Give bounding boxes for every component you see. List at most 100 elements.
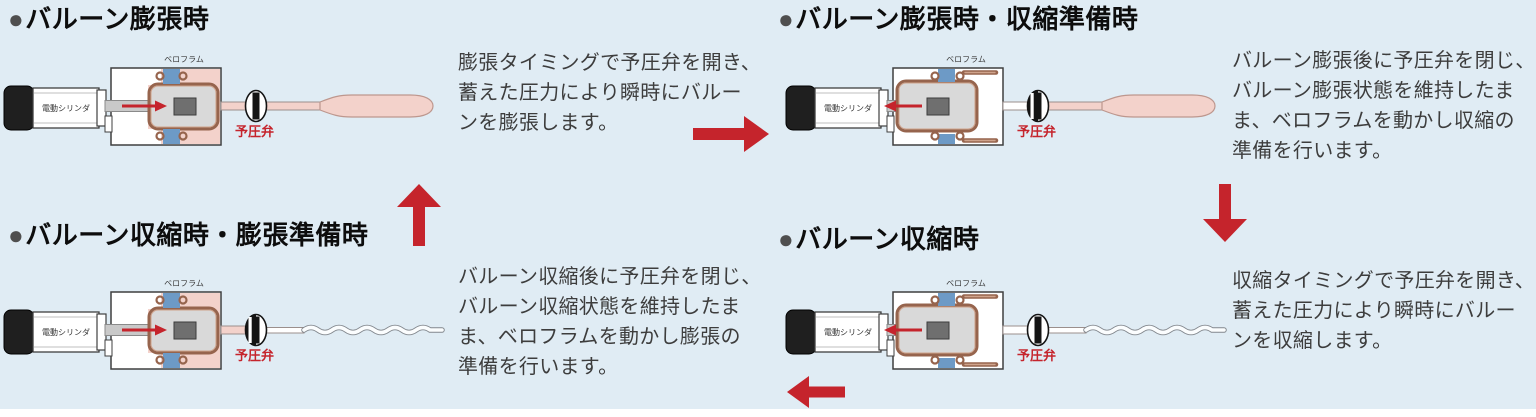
piston-direction-arrowhead xyxy=(155,324,167,336)
bellofram-seal-bottom xyxy=(163,353,180,368)
valve-gap xyxy=(248,317,252,343)
membrane-label: ベロフラム xyxy=(946,55,986,64)
motor-cap xyxy=(3,85,35,131)
panel-description: バルーン膨張後に予圧弁を閉じ、 バルーン膨張状態を維持したま ま、ベロフラムを動… xyxy=(1232,50,1536,162)
bellofram-seal-top xyxy=(938,293,955,306)
panel-title-text: バルーン膨張時 xyxy=(25,4,210,34)
panel-description: 収縮タイミングで予圧弁を開き、 蓄えた圧力により瞬時にバルー ンを収縮します。 xyxy=(1232,270,1536,352)
balloon-deflated-inner xyxy=(302,325,444,335)
bellofram-seal-bottom xyxy=(163,129,180,144)
valve-label: 予圧弁 xyxy=(235,348,274,363)
housing-bracket xyxy=(886,115,895,133)
housing-bracket xyxy=(886,339,895,357)
bellofram-seal-bottom xyxy=(938,134,955,144)
membrane-curl xyxy=(178,355,188,365)
tube-to-valve xyxy=(220,325,247,335)
tube-to-valve xyxy=(1002,325,1029,335)
bellofram-seal-top xyxy=(938,69,955,82)
tube-to-valve xyxy=(220,101,247,111)
title-bullet: ● xyxy=(778,4,795,34)
piston xyxy=(926,97,950,116)
tube-to-balloon xyxy=(264,101,323,111)
cylinder-body xyxy=(814,311,882,353)
panel-title-deflated-prepare-inflate: ●バルーン収縮時・膨張準備時 xyxy=(8,221,368,249)
page-bottom-margin xyxy=(0,409,1536,417)
cylinder-label: 電動シリンダ xyxy=(824,327,872,337)
membrane-curl xyxy=(155,355,165,365)
motor-cap xyxy=(785,309,817,355)
tube-to-valve xyxy=(1002,101,1029,111)
cylinder-body xyxy=(32,311,100,353)
panel-title-inflated-prepare-deflate: ●バルーン膨張時・収縮準備時 xyxy=(778,5,1138,33)
panel-title-text: バルーン収縮時 xyxy=(795,224,980,254)
panel-title-deflation: ●バルーン収縮時 xyxy=(778,225,979,253)
valve-plug xyxy=(252,316,260,344)
piston-direction-arrowhead xyxy=(884,100,896,112)
membrane-curl xyxy=(955,131,965,141)
piston-direction-arrowhead xyxy=(155,100,167,112)
flow-arrow-up-icon xyxy=(397,184,441,246)
bellofram-seal-top xyxy=(163,293,180,308)
valve-plug xyxy=(1034,92,1042,120)
piston xyxy=(173,97,197,116)
membrane-curl xyxy=(155,295,165,305)
pressure-fill-mask xyxy=(148,129,161,144)
balloon-inflated xyxy=(319,94,434,118)
title-bullet: ● xyxy=(8,220,25,250)
cylinder-body xyxy=(32,87,100,129)
tube-to-balloon xyxy=(264,327,305,334)
housing-bracket xyxy=(104,339,113,357)
membrane-curl xyxy=(178,295,188,305)
tube-to-balloon xyxy=(1046,327,1087,334)
panel-title-text: バルーン膨張時・収縮準備時 xyxy=(795,4,1139,34)
panel-title-text: バルーン収縮時・膨張準備時 xyxy=(25,220,369,250)
balloon-inflated xyxy=(1101,94,1216,118)
bellofram-seal-top xyxy=(163,69,180,84)
membrane-curl xyxy=(930,131,940,141)
cylinder-label: 電動シリンダ xyxy=(42,327,90,337)
motor-cap xyxy=(785,85,817,131)
membrane-label: ベロフラム xyxy=(164,279,204,288)
flow-arrow-left-icon xyxy=(787,376,845,408)
piston xyxy=(926,321,950,340)
valve-plug xyxy=(252,92,260,120)
panel-title-inflation: ●バルーン膨張時 xyxy=(8,5,209,33)
membrane-curl xyxy=(955,71,965,81)
valve-label: 予圧弁 xyxy=(235,124,274,139)
membrane-curl xyxy=(155,131,165,141)
valve-label: 予圧弁 xyxy=(1017,348,1056,363)
membrane-curl xyxy=(955,355,965,365)
membrane-curl xyxy=(930,295,940,305)
flow-arrow-right-icon xyxy=(693,116,769,152)
membrane-curl xyxy=(930,355,940,365)
piston xyxy=(173,321,197,340)
valve-plug xyxy=(1034,316,1042,344)
pressure-fill-mask xyxy=(148,353,161,368)
valve-label: 予圧弁 xyxy=(1017,124,1056,139)
flow-arrow-down-icon xyxy=(1203,184,1247,242)
housing-bracket xyxy=(104,115,113,133)
membrane-curl xyxy=(930,71,940,81)
membrane-label: ベロフラム xyxy=(946,279,986,288)
bellofram-seal-bottom xyxy=(938,358,955,368)
motor-cap xyxy=(3,309,35,355)
membrane-label: ベロフラム xyxy=(164,55,204,64)
panel-description: 膨張タイミングで予圧弁を開き、 蓄えた圧力により瞬時にバルー ンを膨張します。 xyxy=(458,52,762,134)
cylinder-label: 電動シリンダ xyxy=(42,103,90,113)
title-bullet: ● xyxy=(8,4,25,34)
cylinder-label: 電動シリンダ xyxy=(824,103,872,113)
title-bullet: ● xyxy=(778,224,795,254)
piston-direction-arrowhead xyxy=(884,324,896,336)
membrane-curl xyxy=(178,131,188,141)
panel-description: バルーン収縮後に予圧弁を閉じ、 バルーン収縮状態を維持したま ま、ベロフラムを動… xyxy=(458,266,762,378)
membrane-curl xyxy=(178,71,188,81)
tube-to-balloon xyxy=(1046,101,1105,111)
membrane-curl xyxy=(955,295,965,305)
balloon-deflated-inner xyxy=(1084,325,1226,335)
valve-gap xyxy=(1030,93,1034,119)
